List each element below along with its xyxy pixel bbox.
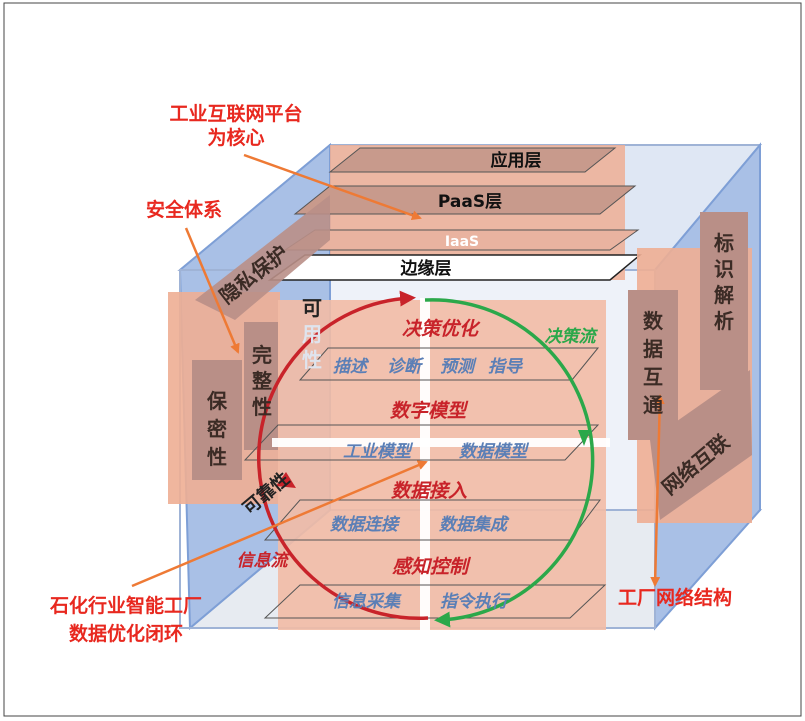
identifier-plate (700, 212, 748, 390)
arrow-closed-loop (131, 460, 428, 588)
integrity-char-2: 整 (251, 369, 272, 393)
confidentiality-char-1: 保 (206, 389, 228, 413)
arrow-security (184, 227, 240, 354)
control-plate-outline (263, 584, 607, 619)
confidentiality-plate (192, 360, 242, 480)
model-plate-outline (243, 424, 600, 461)
identifier-char-3: 解 (714, 283, 734, 307)
callout-platform-core-line1: 工业互联网平台 (169, 102, 302, 125)
decision-label: 决策优化 (402, 318, 481, 340)
interconnect-char-2: 据 (643, 337, 663, 361)
layer-edge-label: 边缘层 (400, 258, 452, 279)
layer-application-label: 应用层 (491, 150, 542, 171)
arrow-platform-core (243, 153, 422, 221)
access-sub-2: 数据集成 (439, 515, 510, 535)
callout-network-structure: 工厂网络结构 (618, 586, 732, 609)
model-sub-1: 工业模型 (343, 442, 414, 462)
layer-paas-label: PaaS层 (438, 192, 502, 212)
info-flow-arc (257, 290, 429, 620)
control-label: 感知控制 (392, 556, 472, 578)
interconnect-char-1: 数 (643, 309, 664, 333)
outer-frame (3, 2, 802, 717)
availability-char-3: 性 (302, 348, 322, 372)
access-sub-1: 数据连接 (330, 515, 401, 535)
identifier-char-2: 识 (714, 257, 734, 281)
interconnect-char-3: 互 (643, 365, 663, 389)
integrity-char-1: 完 (252, 343, 272, 367)
paas-layer-plate (293, 185, 637, 215)
confidentiality-char-2: 密 (207, 417, 227, 441)
loop-green-arrowhead (578, 430, 590, 446)
integrity-char-3: 性 (252, 395, 272, 419)
application-layer-plate (328, 147, 617, 173)
decision-sub-4: 指导 (488, 357, 524, 377)
loop-red-arrowhead (276, 472, 296, 488)
interconnect-char-4: 通 (643, 393, 663, 417)
confidentiality-char-3: 性 (207, 445, 227, 469)
decision-sub-3: 预测 (440, 357, 477, 377)
network-band (650, 370, 752, 520)
availability-char-1: 可 (302, 296, 322, 320)
callout-closed-loop-line1: 石化行业智能工厂 (49, 594, 202, 617)
decision-flow-arc (424, 298, 595, 628)
callout-arrows (131, 153, 665, 588)
info-flow-label: 信息流 (237, 551, 291, 571)
control-sub-2: 指令执行 (440, 592, 511, 612)
arrow-network-structure (650, 394, 665, 587)
decision-sub-1: 描述 (333, 357, 370, 377)
platform-layers (267, 147, 643, 281)
identifier-char-1: 标 (714, 231, 734, 255)
privacy-band (195, 195, 330, 320)
edge-layer-plate (267, 254, 643, 281)
callout-closed-loop-line2: 数据优化闭环 (69, 622, 183, 645)
identifier-char-4: 析 (714, 309, 734, 333)
availability-char-2: 用 (302, 322, 322, 346)
decision-flow-label: 决策流 (545, 327, 599, 347)
callout-security-system: 安全体系 (146, 198, 222, 221)
model-sub-2: 数据模型 (459, 442, 530, 462)
layer-iaas-label: IaaS (445, 234, 479, 250)
decision-sub-2: 诊断 (387, 357, 425, 377)
loop-divider-horizontal (272, 438, 610, 447)
access-label: 数据接入 (391, 480, 467, 502)
callout-platform-core-line2: 为核心 (207, 126, 264, 149)
control-sub-1: 信息采集 (332, 592, 402, 612)
model-label: 数字模型 (390, 400, 469, 422)
